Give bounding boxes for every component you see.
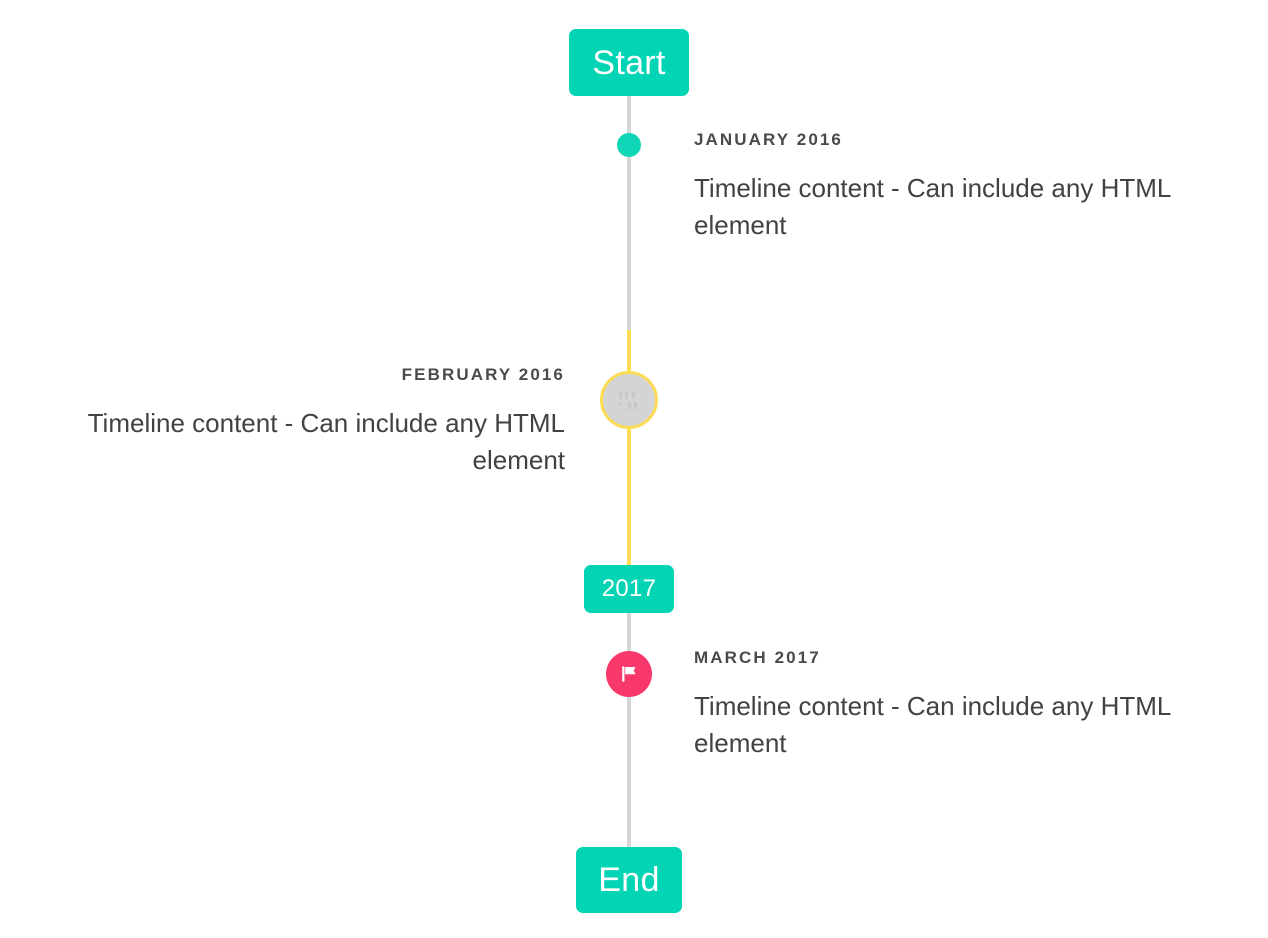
timeline-marker-february[interactable] [600, 371, 658, 429]
timeline-entry-date: FEBRUARY 2016 [401, 365, 565, 384]
broken-image-icon [619, 391, 639, 409]
timeline-entry-date: JANUARY 2016 [694, 130, 843, 149]
timeline-end-badge[interactable]: End [576, 847, 682, 913]
flag-icon [622, 666, 636, 682]
timeline-entry-body: Timeline content - Can include any HTML … [694, 690, 1171, 758]
timeline-entry-date: MARCH 2017 [694, 648, 821, 667]
timeline-rail-lower [627, 613, 631, 855]
timeline-rail-upper [627, 96, 631, 330]
timeline-start-badge[interactable]: Start [569, 29, 689, 96]
timeline-entry-january: JANUARY 2016 Timeline content - Can incl… [694, 130, 1224, 244]
timeline-marker-january[interactable] [617, 133, 641, 157]
timeline-rail-highlighted [627, 330, 631, 565]
timeline-entry-body: Timeline content - Can include any HTML … [694, 172, 1171, 240]
timeline-entry-february: FEBRUARY 2016 Timeline content - Can inc… [35, 365, 565, 479]
timeline-entry-march: MARCH 2017 Timeline content - Can includ… [694, 648, 1224, 762]
timeline-entry-body: Timeline content - Can include any HTML … [87, 407, 565, 475]
timeline-marker-march[interactable] [606, 651, 652, 697]
timeline-year-badge[interactable]: 2017 [584, 565, 674, 613]
